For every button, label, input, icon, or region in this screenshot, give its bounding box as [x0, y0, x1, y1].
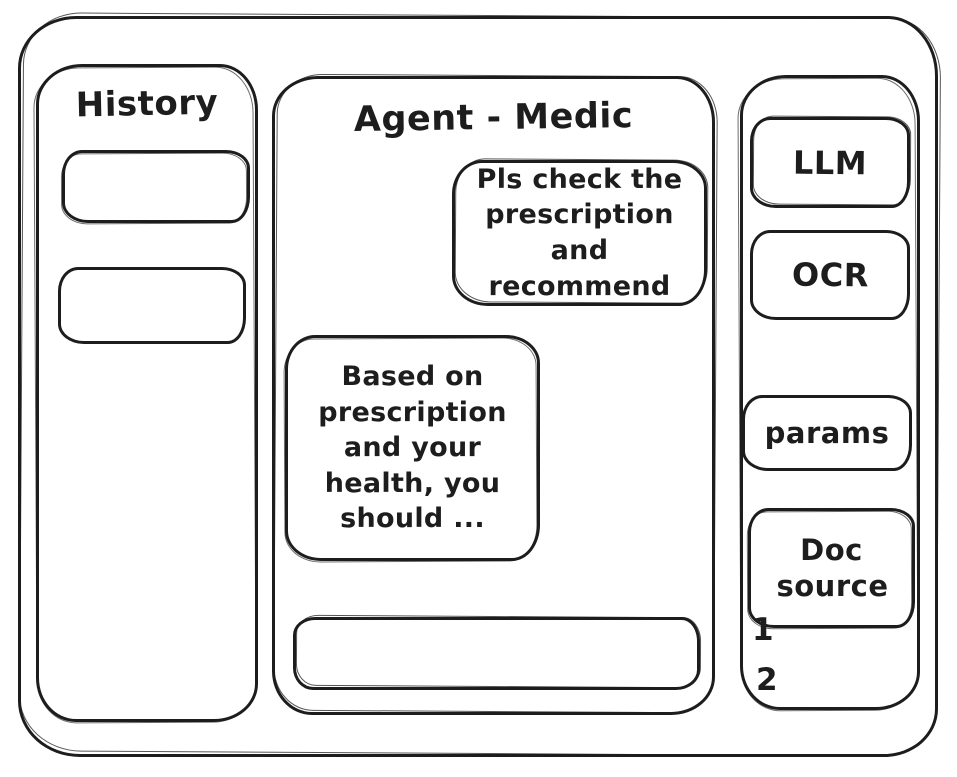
- params-button-label: params: [764, 415, 890, 450]
- user-message-bubble: Pls check the prescription and recommend: [452, 160, 707, 306]
- ocr-button-label: OCR: [791, 255, 869, 295]
- llm-button[interactable]: LLM: [750, 117, 910, 208]
- doc-source-button-label: Doc source: [776, 532, 889, 603]
- params-button[interactable]: params: [742, 395, 912, 471]
- llm-button-label: LLM: [792, 143, 868, 182]
- assistant-message-bubble: Based on prescription and your health, y…: [285, 335, 540, 561]
- doc-source-button[interactable]: Doc source: [748, 508, 915, 628]
- ocr-button[interactable]: OCR: [750, 230, 910, 320]
- doc-source-item[interactable]: 1: [752, 612, 775, 648]
- doc-source-item[interactable]: 2: [756, 662, 779, 698]
- user-message-text: Pls check the prescription and recommend: [476, 163, 683, 302]
- history-title: History: [75, 82, 219, 126]
- chat-title: Agent - Medic: [353, 96, 634, 140]
- history-item[interactable]: [62, 150, 250, 223]
- assistant-message-text: Based on prescription and your health, y…: [318, 360, 507, 535]
- chat-input[interactable]: [293, 617, 700, 690]
- history-item[interactable]: [58, 267, 246, 344]
